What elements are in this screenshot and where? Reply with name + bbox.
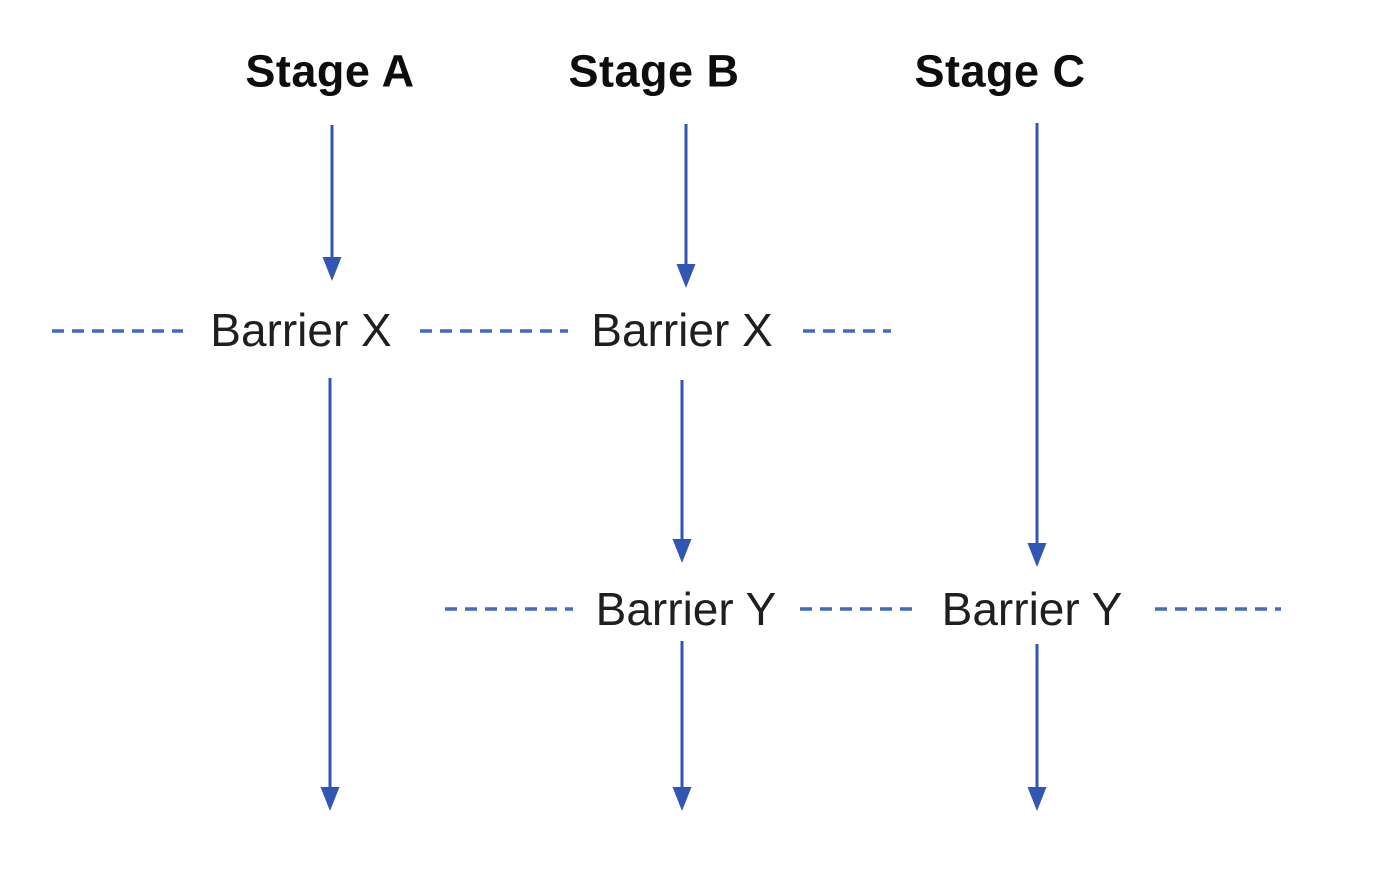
barrier-y-label-1: Barrier Y — [595, 583, 777, 635]
stage-a-header: Stage A — [245, 45, 415, 97]
stage-b-arrow-top-head — [676, 264, 696, 288]
stage-c-arrow-top-head — [1027, 543, 1047, 567]
stage-c-arrow-bottom — [1027, 644, 1047, 811]
stage-b-arrow-middle-head — [672, 539, 692, 563]
barrier-y-label-2: Barrier Y — [941, 583, 1123, 635]
stage-b-arrow-middle — [672, 380, 692, 563]
stage-c-arrow-bottom-head — [1027, 787, 1047, 811]
stage-b-arrow-top — [676, 124, 696, 288]
barrier-x-label-2: Barrier X — [591, 304, 773, 356]
stage-a-arrow-bottom — [320, 378, 340, 811]
stage-a-arrow-bottom-head — [320, 787, 340, 811]
stage-b-header: Stage B — [568, 45, 740, 97]
stage-a-arrow-top-head — [322, 257, 342, 281]
stage-a-arrow-top — [322, 125, 342, 281]
barrier-x-label-1: Barrier X — [210, 304, 392, 356]
stage-b-arrow-bottom-head — [672, 787, 692, 811]
stage-b-arrow-bottom — [672, 641, 692, 811]
stage-c-arrow-top — [1027, 123, 1047, 567]
stage-c-header: Stage C — [914, 45, 1086, 97]
